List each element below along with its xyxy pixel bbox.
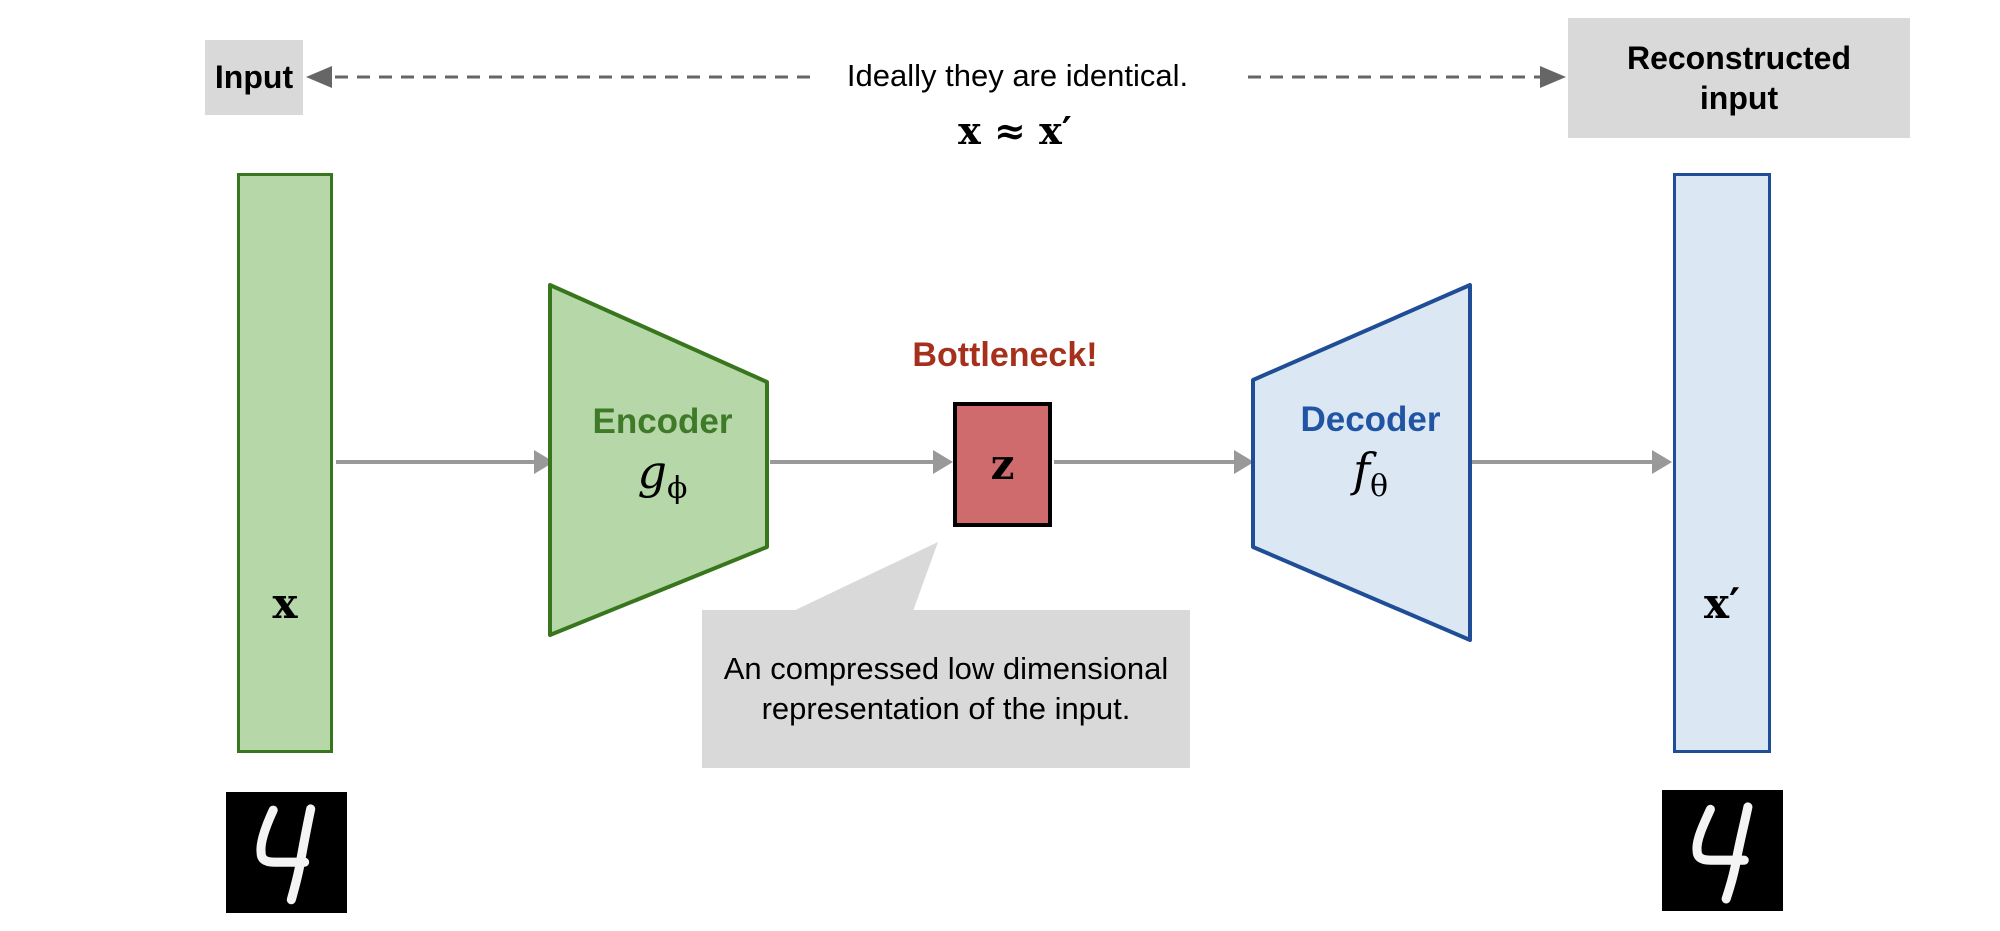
input-vector: x <box>237 173 333 753</box>
dashed-arrow-left <box>306 66 810 88</box>
output-vector: x′ <box>1673 173 1771 753</box>
dashed-arrow-right <box>1248 66 1566 88</box>
mnist-digit-input <box>226 792 347 913</box>
decoder-fn-subscript: θ <box>1369 469 1389 505</box>
encoder-title: Encoder <box>592 402 733 441</box>
arrow-encoder-to-z <box>770 450 953 474</box>
decoder-function: fθ <box>1268 443 1473 502</box>
reconstructed-label: Reconstructed input <box>1626 40 1852 116</box>
encoder-function: gϕ <box>560 445 765 504</box>
bottleneck-callout: An compressed low dimensional representa… <box>702 610 1190 768</box>
encoder-fn-symbol: g <box>637 445 667 499</box>
reconstructed-label-box: Reconstructed input <box>1568 18 1910 138</box>
input-label-box: Input <box>205 40 303 115</box>
mnist-digit-reconstructed <box>1662 790 1783 911</box>
bottleneck-callout-text: An compressed low dimensional representa… <box>723 651 1169 726</box>
handwritten-4-icon <box>256 804 316 905</box>
decoder-fn-symbol: f <box>1352 443 1370 497</box>
latent-z-label: z <box>990 440 1015 489</box>
encoder-fn-subscript: ϕ <box>667 471 688 507</box>
arrow-x-to-encoder <box>336 450 554 474</box>
latent-z-box: z <box>953 402 1052 527</box>
handwritten-4-icon <box>1692 802 1753 904</box>
arrow-decoder-to-xprime <box>1472 450 1672 474</box>
output-vector-label: x′ <box>1703 578 1741 628</box>
decoder-title: Decoder <box>1300 400 1441 439</box>
input-label: Input <box>214 59 294 95</box>
callout-tail <box>787 542 938 614</box>
bottleneck-title: Bottleneck! <box>912 336 1098 374</box>
equation-x-approx-xprime: x ≈ x′ <box>958 108 1072 153</box>
arrow-z-to-decoder <box>1054 450 1254 474</box>
identical-note: Ideally they are identical. <box>846 58 1189 93</box>
input-vector-label: x <box>272 578 298 628</box>
